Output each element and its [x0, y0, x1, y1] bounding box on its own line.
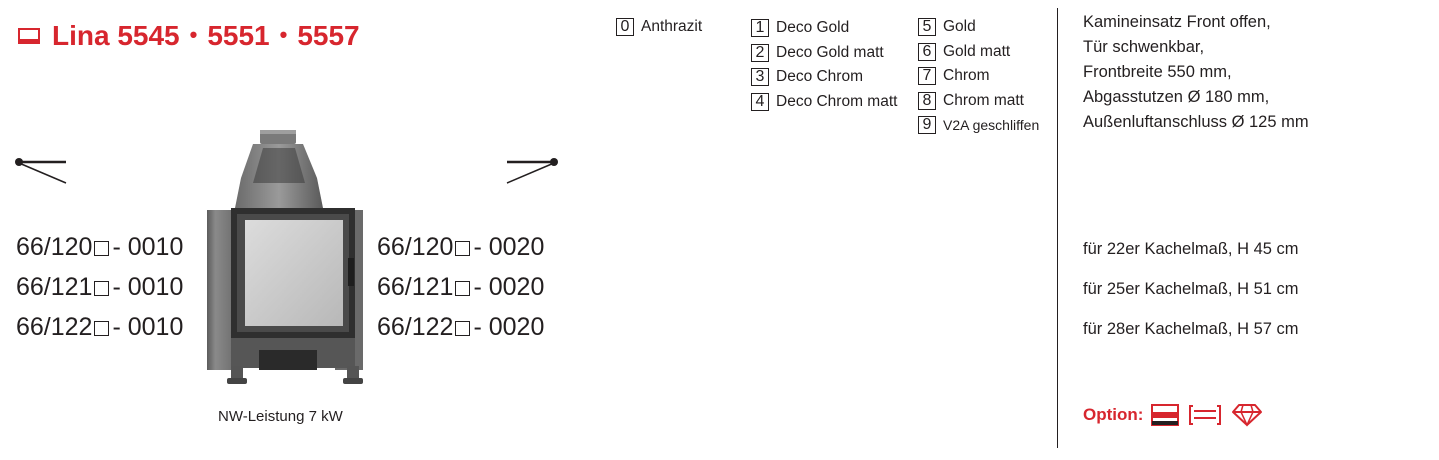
finish-option: 2 Deco Gold matt — [751, 41, 897, 66]
finish-option: 4 Deco Chrom matt — [751, 90, 897, 115]
product-description: Kamineinsatz Front offen, Tür schwenkbar… — [1083, 10, 1309, 135]
option-row: Option: — [1083, 403, 1273, 427]
article-code-row: 66/120- 0020 — [377, 233, 545, 261]
variant-checkbox — [94, 281, 110, 296]
article-code-row: 66/121- 0010 — [16, 273, 184, 301]
article-code-row: 66/122- 0020 — [377, 313, 545, 341]
title-model-1: Lina 5545 — [52, 20, 180, 51]
finish-number: 0 — [616, 18, 634, 37]
power-caption: NW-Leistung 7 kW — [218, 408, 343, 425]
description-line: Frontbreite 550 mm, — [1083, 63, 1232, 81]
front-panel-icon — [1151, 404, 1180, 426]
option-label: Option: — [1083, 405, 1144, 424]
finish-label: Deco Chrom matt — [776, 92, 898, 110]
front-box-icon — [18, 28, 40, 44]
door-swing-left-icon — [14, 154, 70, 186]
column-divider — [1057, 8, 1058, 448]
article-code-row: 66/122- 0010 — [16, 313, 184, 341]
finish-option: 0 Anthrazit — [616, 15, 702, 40]
variant-checkbox — [455, 281, 471, 296]
product-title: Lina 5545 • 5551 • 5557 — [18, 16, 360, 56]
finish-label: Gold — [943, 18, 976, 36]
finish-label: Deco Gold matt — [776, 43, 884, 61]
finish-number: 4 — [751, 92, 769, 111]
finish-label: Deco Chrom — [776, 68, 863, 86]
finish-option: 7 Chrom — [918, 64, 1039, 89]
finish-label: Anthrazit — [641, 18, 703, 36]
finish-option: 1 Deco Gold — [751, 16, 897, 41]
article-code-row: 66/120- 0010 — [16, 233, 184, 261]
description-line: Abgasstutzen Ø 180 mm, — [1083, 88, 1270, 106]
finish-option: 6 Gold matt — [918, 40, 1039, 65]
finish-label: Gold matt — [943, 42, 1011, 60]
finish-number: 7 — [918, 67, 936, 86]
fireplace-image — [205, 128, 365, 395]
frame-width-icon — [1189, 405, 1222, 425]
finish-label: Chrom — [943, 67, 990, 85]
finish-list-column-1: 0 Anthrazit — [616, 15, 702, 40]
size-line: für 25er Kachelmaß, H 51 cm — [1083, 280, 1299, 298]
finish-list-column-3: 5 Gold 6 Gold matt 7 Chrom 8 Chrom matt 9 V2A… — [918, 15, 1039, 138]
size-line: für 28er Kachelmaß, H 57 cm — [1083, 320, 1299, 338]
article-code-row: 66/121- 0020 — [377, 273, 545, 301]
diamond-icon — [1232, 404, 1263, 427]
finish-label: V2A geschliffen — [943, 117, 1040, 134]
finish-number: 8 — [918, 91, 936, 110]
article-codes-right: 66/120- 0020 66/121- 0020 66/122- 0020 — [377, 227, 544, 347]
finish-number: 6 — [918, 42, 936, 61]
description-line: Tür schwenkbar, — [1083, 38, 1205, 56]
variant-checkbox — [94, 321, 110, 336]
finish-number: 2 — [751, 43, 769, 62]
finish-option: 3 Deco Chrom — [751, 65, 897, 90]
title-model-2: 5551 — [207, 20, 270, 51]
finish-number: 3 — [751, 68, 769, 87]
title-separator-1: • — [189, 22, 198, 47]
finish-option: 9 V2A geschliffen — [918, 113, 1039, 138]
finish-number: 5 — [918, 18, 936, 37]
description-line: Außenluftanschluss Ø 125 mm — [1083, 113, 1309, 131]
finish-number: 9 — [918, 116, 936, 135]
finish-option: 5 Gold — [918, 15, 1039, 40]
variant-checkbox — [455, 321, 471, 336]
door-swing-right-icon — [504, 154, 560, 186]
finish-option: 8 Chrom matt — [918, 89, 1039, 114]
variant-checkbox — [455, 241, 471, 256]
finish-number: 1 — [751, 19, 769, 38]
description-line: Kamineinsatz Front offen, — [1083, 13, 1271, 31]
variant-checkbox — [94, 241, 110, 256]
finish-list-column-2: 1 Deco Gold 2 Deco Gold matt 3 Deco Chrom 4… — [751, 16, 897, 114]
size-line: für 22er Kachelmaß, H 45 cm — [1083, 240, 1299, 258]
finish-label: Deco Gold — [776, 19, 850, 37]
finish-label: Chrom matt — [943, 91, 1024, 109]
title-separator-2: • — [279, 22, 288, 47]
article-codes-left: 66/120- 0010 66/121- 0010 66/122- 0010 — [16, 227, 183, 347]
title-model-3: 5557 — [297, 20, 360, 51]
